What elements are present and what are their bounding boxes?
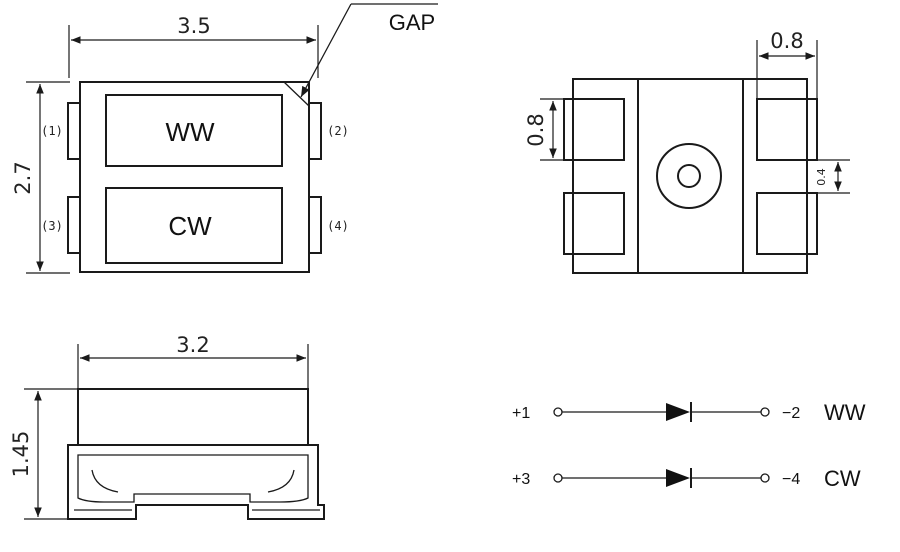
ww-chip-label: WW [165,117,215,147]
polarity-circle-inner [677,164,701,188]
side-housing-outer [67,444,325,520]
bottom-pad-3 [563,192,625,255]
top-height-dimension: 2.7 [11,161,35,194]
side-lens [77,388,309,446]
side-view: 3.2 1.45 [9,333,325,520]
side-width-dimension: 3.2 [176,333,209,357]
cathode-label-4: −4 [782,471,800,488]
terminal-2 [760,407,770,417]
terminal-4 [760,473,770,483]
top-width-dimension: 3.5 [177,14,210,38]
gap-leader-arrow [300,3,352,98]
side-height-dimension: 1.45 [9,431,33,478]
pin-label-4: (4) [327,219,349,233]
bottom-pad-1 [563,98,625,161]
bottom-package-body [572,78,808,274]
anode-label-3: +3 [512,471,530,488]
pad-2 [308,102,322,160]
bottom-pad-2 [756,98,818,161]
pin-label-1: (1) [41,124,63,138]
pad-gap-dimension: 0.4 [815,168,828,186]
side-housing-inner [77,454,309,503]
diode-ww-triangle [666,403,690,421]
anode-label-1: +1 [512,405,530,422]
gap-label: GAP [389,10,435,35]
diode-cw-triangle [666,469,690,487]
bottom-pad-4 [756,192,818,255]
terminal-3 [553,473,563,483]
cw-chip-outline [105,187,283,264]
schematic-row-ww: +1 −2 WW [512,400,866,425]
pad-height-dimension: 0.8 [524,113,548,146]
side-cavity-curve-left [91,469,119,493]
ww-chip-outline [105,94,283,167]
polarity-circle-outer [656,143,722,209]
cathode-label-2: −2 [782,405,800,422]
schematic-name-ww: WW [824,400,866,425]
schematic-name-cw: CW [824,466,861,491]
pad-width-dimension: 0.8 [770,29,803,53]
side-cavity-curve-right [267,469,295,493]
pin-label-2: (2) [327,124,349,138]
pad-3 [67,196,81,254]
pin-label-3: (3) [41,219,63,233]
gap-diagonal [283,81,310,107]
terminal-1 [553,407,563,417]
bottom-view: 0.8 0.8 0.4 [524,29,850,274]
pad-1 [67,102,81,160]
pad-4 [308,196,322,254]
schematic-row-cw: +3 −4 CW [512,466,861,491]
cw-chip-label: CW [168,211,212,241]
top-package-body [79,81,310,273]
schematic: +1 −2 WW +3 −4 CW [512,400,866,491]
top-view: 3.5 2.7 WW CW (1) (2) (3) (4) GAP [11,3,438,274]
